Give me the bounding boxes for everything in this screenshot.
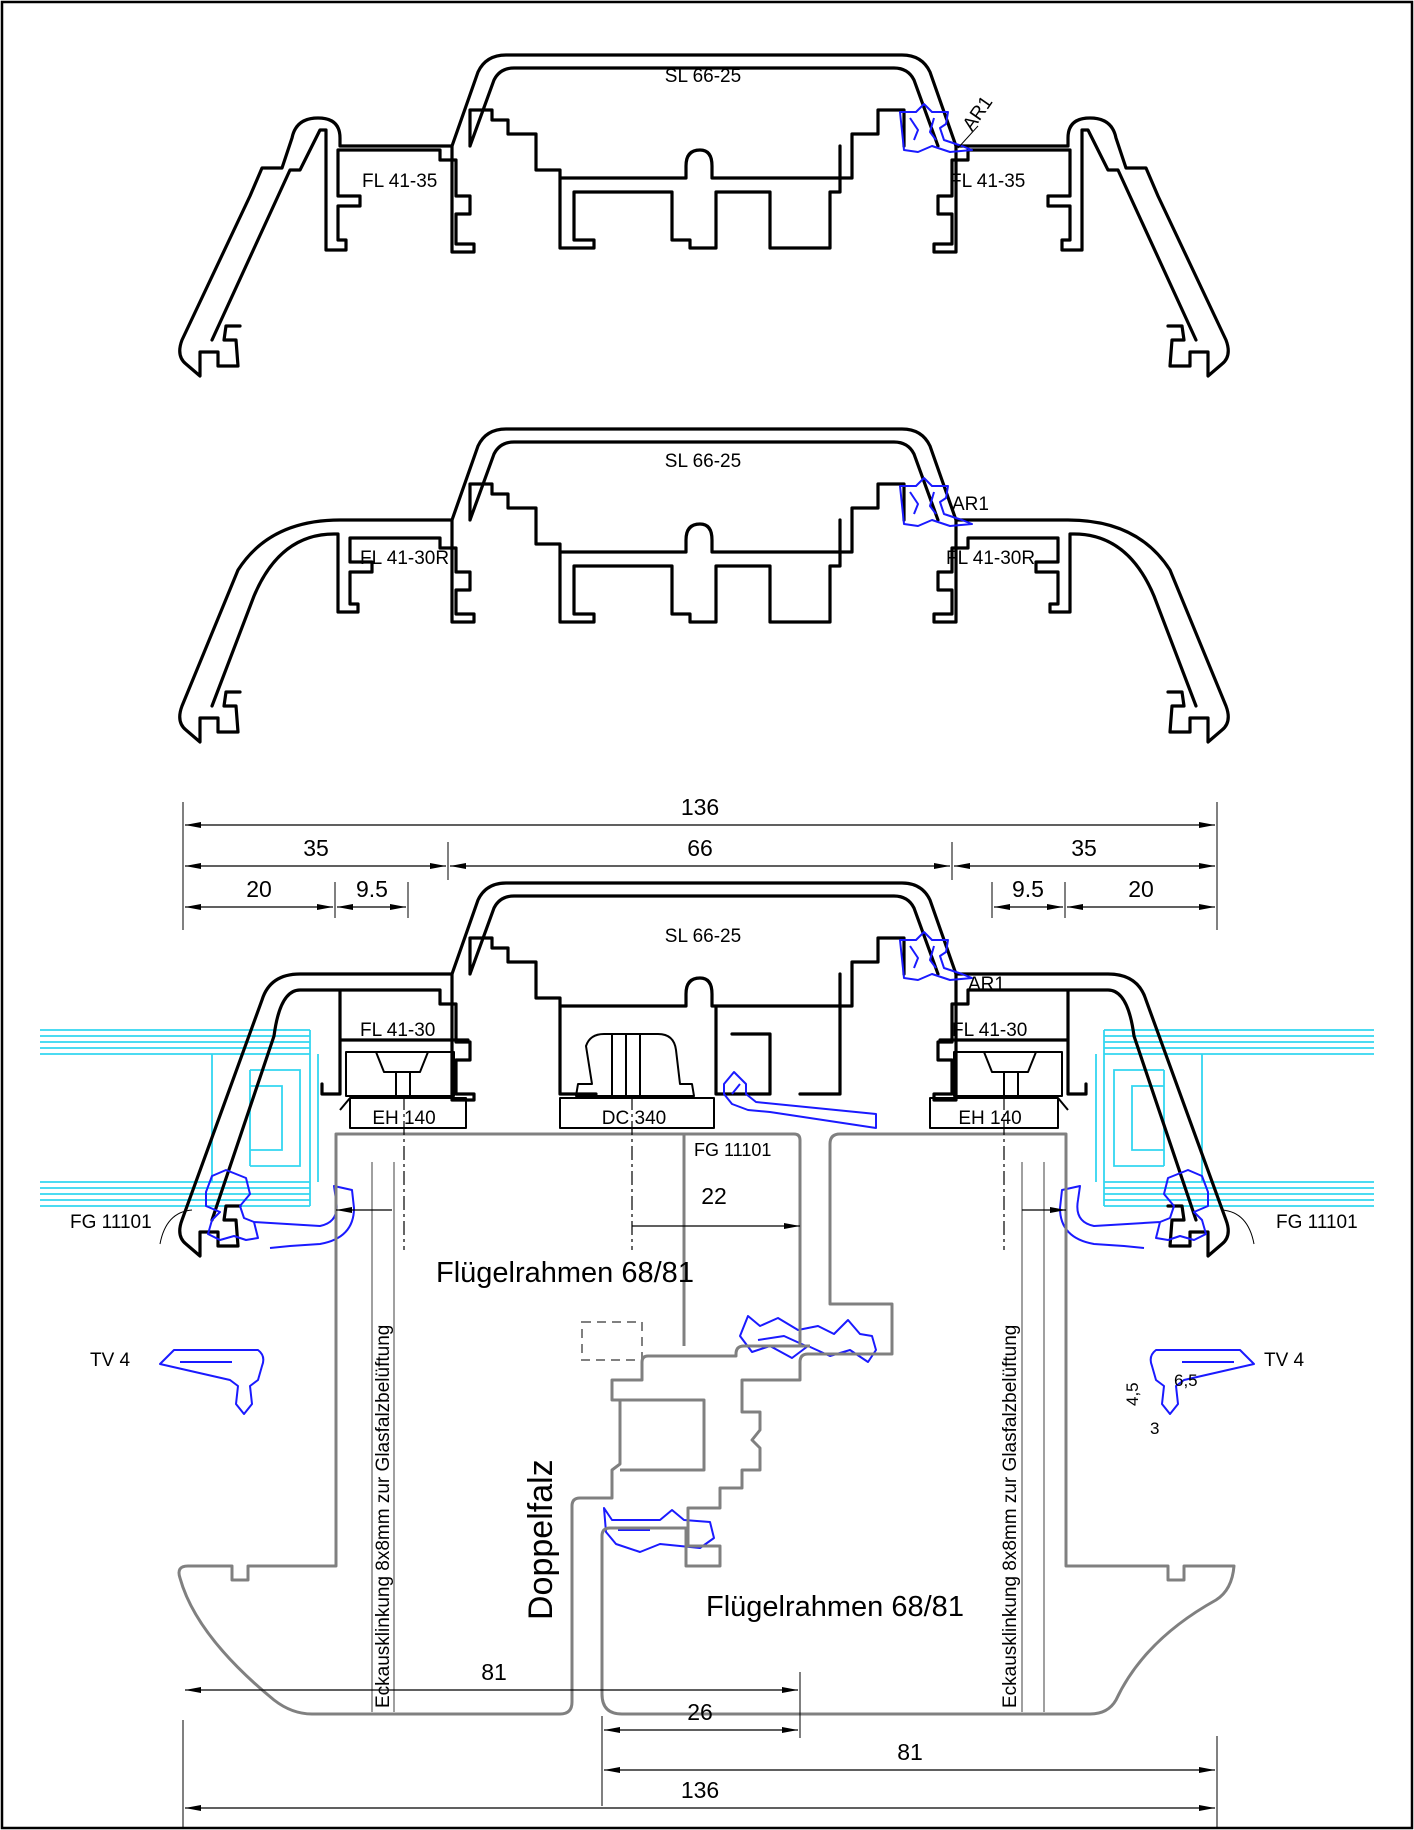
dim-81-left: 81 xyxy=(481,1659,507,1685)
left-glazing-panel xyxy=(40,1029,319,1207)
section-2-slab-profile xyxy=(450,427,958,624)
bottom-dimension-chain: 81 26 81 136 xyxy=(182,1659,1218,1828)
section-3-left-frame-label: FL 41-30 xyxy=(360,1020,435,1041)
section-3-left-frame-profile xyxy=(178,972,476,1258)
section-1-ar1-leader xyxy=(957,125,979,149)
section-3-assembly: 22 SL 66-25 AR1 FL 41-30 FL 41-30 EH 140… xyxy=(40,881,1374,1716)
right-vent-slot xyxy=(1021,1162,1045,1712)
left-gasket-label: FG 11101 xyxy=(70,1212,152,1233)
section-3-slab-profile xyxy=(450,881,958,1096)
left-glazing-label: TV 4 xyxy=(90,1350,131,1371)
dim-9-5-left: 9.5 xyxy=(356,876,388,902)
section-3-seal-ar1 xyxy=(899,931,973,981)
dim-9-5-right: 9.5 xyxy=(1012,876,1044,902)
dim-136-bottom: 136 xyxy=(681,1777,719,1803)
sash-label-upper: Flügelrahmen 68/81 xyxy=(436,1257,694,1289)
left-connector-label: EH 140 xyxy=(372,1108,435,1129)
section-1-seal-ar1 xyxy=(899,103,973,153)
left-corner-connector-eh140 xyxy=(339,1051,467,1129)
section-3-right-frame-profile xyxy=(932,972,1230,1258)
section-1-assembly: SL 66-25 FL 41-35 FL 41-35 AR1 xyxy=(178,53,1230,378)
section-3-slab-label: SL 66-25 xyxy=(665,926,741,947)
right-glazing-bead-tv4 xyxy=(1149,1349,1255,1415)
sash-inner-rebate xyxy=(620,1134,810,1472)
dim-35-right: 35 xyxy=(1071,835,1097,861)
section-2-seal-label: AR1 xyxy=(952,494,989,515)
section-1-slab-label: SL 66-25 xyxy=(665,66,741,87)
right-glazing-panel xyxy=(1095,1029,1374,1207)
section-3-right-frame-label: FL 41-30 xyxy=(952,1020,1027,1041)
section-3-seal-label: AR1 xyxy=(968,974,1005,995)
section-2-slab-label: SL 66-25 xyxy=(665,451,741,472)
dim-26: 26 xyxy=(687,1699,713,1725)
center-gasket-fg11101 xyxy=(723,1071,877,1129)
right-sash-profile xyxy=(600,1132,1236,1716)
section-1-seal-label: AR1 xyxy=(959,93,997,135)
dim-20-right: 20 xyxy=(1128,876,1154,902)
section-2-right-frame-profile xyxy=(932,518,1230,744)
top-dimension-chain: 136 35 66 35 20 9.5 9.5 20 xyxy=(182,794,1218,930)
sash-label-lower: Flügelrahmen 68/81 xyxy=(706,1591,964,1623)
left-gasket-arc xyxy=(159,1209,193,1245)
vent-note-left: Eckausklinkung 8x8mm zur Glasfalzbelüftu… xyxy=(373,1325,394,1708)
section-2-left-frame-label: FL 41-30R xyxy=(360,548,449,569)
small-dim-6-5: 6,5 xyxy=(1174,1371,1198,1390)
section-2-left-frame-profile xyxy=(178,518,476,744)
small-dim-3: 3 xyxy=(1150,1419,1159,1438)
center-connector-label: DC 340 xyxy=(602,1108,666,1129)
section-1-slab-profile xyxy=(450,53,958,250)
lower-rebate-gasket xyxy=(603,1507,715,1553)
dim-20-left: 20 xyxy=(246,876,272,902)
left-gasket-fg11101 xyxy=(205,1169,355,1249)
dim-35-left: 35 xyxy=(303,835,329,861)
section-1-left-frame-label: FL 41-35 xyxy=(362,171,437,192)
small-dim-4-5: 4,5 xyxy=(1123,1382,1142,1406)
rebate-label: Doppelfalz xyxy=(522,1459,560,1620)
dim-136-top: 136 xyxy=(681,794,719,820)
right-gasket-arc xyxy=(1221,1209,1255,1245)
hidden-hardware-outline xyxy=(581,1321,643,1361)
center-gasket-label: FG 11101 xyxy=(694,1140,771,1160)
center-connector-dc340 xyxy=(559,1033,715,1129)
section-2-assembly: SL 66-25 FL 41-30R FL 41-30R AR1 xyxy=(178,427,1230,744)
right-gasket-fg11101 xyxy=(1059,1169,1209,1249)
right-corner-connector-eh140 xyxy=(929,1051,1069,1129)
right-gasket-label: FG 11101 xyxy=(1276,1212,1358,1233)
dim-66: 66 xyxy=(687,835,713,861)
section-1-right-frame-profile xyxy=(932,116,1230,378)
section-1-left-frame-profile xyxy=(178,116,476,378)
right-glazing-label: TV 4 xyxy=(1264,1350,1305,1371)
dim-81-right: 81 xyxy=(897,1739,923,1765)
left-vent-slot xyxy=(371,1162,395,1712)
vent-note-right: Eckausklinkung 8x8mm zur Glasfalzbelüftu… xyxy=(1000,1325,1021,1708)
dim-22: 22 xyxy=(701,1183,727,1209)
left-sash-profile xyxy=(177,1132,802,1716)
left-glazing-bead-tv4 xyxy=(159,1349,265,1415)
right-connector-label: EH 140 xyxy=(958,1108,1021,1129)
section-2-right-frame-label: FL 41-30R xyxy=(946,548,1035,569)
section-1-right-frame-label: FL 41-35 xyxy=(950,171,1025,192)
section-2-seal-ar1 xyxy=(899,477,973,527)
